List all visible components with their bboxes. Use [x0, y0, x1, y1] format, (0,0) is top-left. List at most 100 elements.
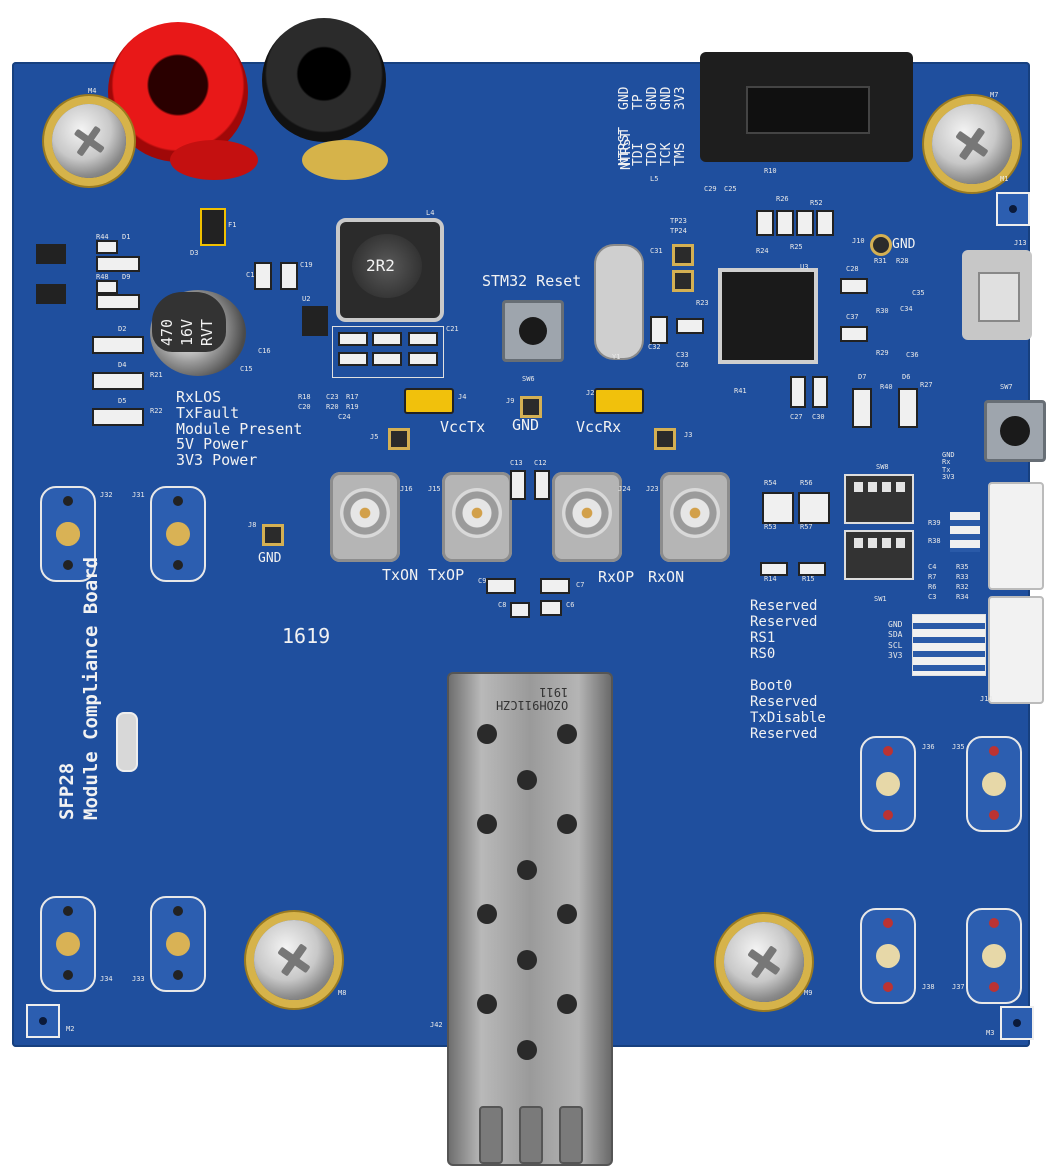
refdes-c7: C7 [576, 581, 585, 589]
testpoint-j10 [870, 234, 892, 256]
refdes-j14: J14 [980, 695, 993, 703]
led-rxlos: RxLOS [176, 388, 222, 406]
smd-c21e [372, 352, 402, 366]
refdes-j33: J33 [132, 975, 145, 983]
refdes-j38: J38 [922, 983, 935, 991]
refdes-c13: C13 [510, 459, 523, 467]
board-title-compliance: Module Compliance Board [79, 556, 102, 820]
screw-m7 [932, 104, 1012, 184]
smd-c37 [840, 326, 868, 342]
cap-marking-block [152, 292, 226, 352]
pad-j33 [150, 896, 206, 992]
smd-r56-block [798, 492, 830, 524]
jtag-tp: TP [631, 94, 646, 110]
refdes-f1: F1 [228, 221, 237, 229]
dip-switch-sw8[interactable] [844, 474, 914, 524]
refdes-r54: R54 [764, 479, 777, 487]
refdes-j42: J42 [430, 1021, 443, 1029]
i2c-pin-labels: GND SDA SCL 3V3 [888, 620, 902, 662]
boot-boot0: Boot0 [750, 678, 793, 694]
refdes-m3: M3 [986, 1029, 995, 1037]
refdes-d7: D7 [858, 373, 867, 381]
refdes-y1: Y1 [612, 353, 621, 361]
refdes-c6: C6 [566, 601, 575, 609]
smd-c28 [840, 278, 868, 294]
stm32-reset-button[interactable] [502, 300, 564, 362]
refdes-j10: J10 [852, 237, 865, 245]
cap-mark-0: 470 [158, 318, 176, 346]
regulator-u2 [302, 306, 328, 336]
smd-c13 [510, 470, 526, 500]
board-title-block: SFP28 Module Compliance Board [56, 480, 104, 820]
refdes-r7: R7 [928, 573, 937, 581]
gnd-left-label: GND [258, 551, 282, 566]
mount-pad-m3 [1000, 1006, 1034, 1040]
red-post-base [170, 140, 258, 180]
i2c-connector-j14 [988, 596, 1044, 704]
sma-j24-rxop [552, 472, 622, 562]
uart-pin-tx: Tx [942, 465, 951, 474]
refdes-c32: C32 [648, 343, 661, 351]
uart-pin-3v3: 3V3 [942, 473, 955, 482]
refdes-c31: C31 [650, 247, 663, 255]
refdes-j24: J24 [618, 485, 631, 493]
jtag-ntrst: NTRST [617, 126, 632, 166]
sfp28-cage-j42 [447, 672, 613, 1166]
smd-c9 [486, 578, 516, 594]
uart-pin-gnd: GND [942, 451, 955, 459]
refdes-r38: R38 [928, 537, 941, 545]
refdes-j36: J36 [922, 743, 935, 751]
i2c-pin-3v3: 3V3 [888, 651, 903, 661]
jumper-j2[interactable] [594, 388, 644, 414]
refdes-c36: C36 [906, 351, 919, 359]
refdes-r29: R29 [876, 349, 889, 357]
smd-d1 [96, 256, 140, 272]
smd-d5 [92, 408, 144, 426]
inductor-mark: 2R2 [366, 256, 395, 275]
refdes-j35: J35 [952, 743, 965, 751]
pad-j32 [40, 486, 96, 582]
smd-c7 [540, 578, 570, 594]
i2c-pin-sda: SDA [888, 630, 903, 640]
refdes-c29: C29 [704, 185, 717, 193]
pad-j36 [860, 736, 916, 832]
refdes-j3: J3 [684, 431, 693, 439]
refdes-sw8: SW8 [876, 463, 889, 471]
refdes-c8: C8 [498, 601, 507, 609]
refdes-r24: R24 [756, 247, 769, 255]
screw-m9 [724, 922, 804, 1002]
jtag-gnd-2: GND [645, 86, 660, 110]
txon-label: TxON [382, 566, 419, 584]
dip-switch-sw1[interactable] [844, 530, 914, 580]
jtag-tdi: TDI [631, 142, 646, 166]
refdes-c24: C24 [338, 413, 351, 421]
boot-txdisable: TxDisable [750, 710, 826, 727]
pad-j37 [966, 908, 1022, 1004]
refdes-j15: J15 [428, 485, 441, 493]
jumper-j4[interactable] [404, 388, 454, 414]
boot-reserved-1: Reserved [750, 694, 818, 711]
cap-mark-col3: RVT [198, 319, 216, 346]
refdes-r18: R18 [298, 393, 311, 401]
smd-c21a [338, 332, 368, 346]
smd-c21f [408, 352, 438, 366]
smd-c8 [510, 602, 530, 618]
gnd-top-label: GND [892, 237, 916, 252]
refdes-r57: R57 [800, 523, 813, 531]
uart-resistor-block [950, 512, 980, 552]
smd-c33 [676, 318, 704, 334]
refdes-j31: J31 [132, 491, 145, 499]
refdes-j23: J23 [646, 485, 659, 493]
cap-mark-col2: 16V [178, 319, 196, 346]
button-sw7[interactable] [984, 400, 1046, 462]
testpoint-j3 [654, 428, 676, 450]
switch-label-list: Reserved Reserved RS1 RS0 [750, 598, 817, 662]
jtag-3v3: 3V3 [673, 86, 688, 110]
pad-j35 [966, 736, 1022, 832]
smd-d4 [92, 372, 144, 390]
refdes-r23: R23 [696, 299, 709, 307]
inductor-l4 [336, 218, 444, 322]
refdes-d4: D4 [118, 361, 127, 369]
i2c-pin-scl: SCL [888, 640, 903, 650]
refdes-c27: C27 [790, 413, 803, 421]
